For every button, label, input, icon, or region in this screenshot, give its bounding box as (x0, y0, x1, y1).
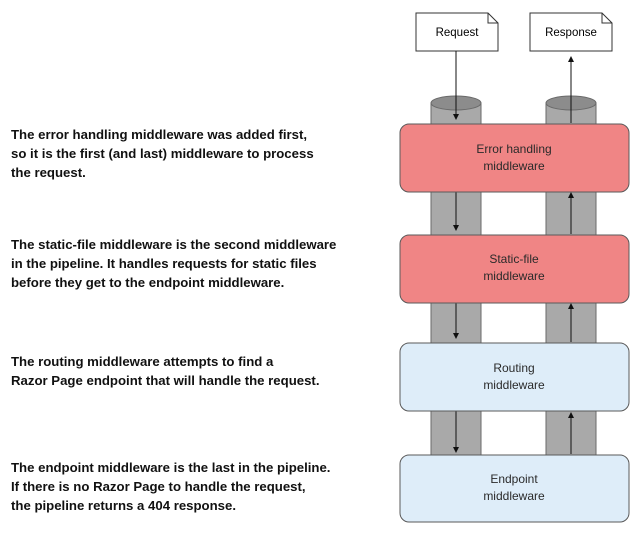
description-line: The error handling middleware was added … (11, 127, 307, 142)
endpoint-label-line2: middleware (483, 489, 545, 503)
description-line: Razor Page endpoint that will handle the… (11, 373, 319, 388)
middleware-box-error-handling: Error handling middleware (399, 123, 630, 193)
description-line: The endpoint middleware is the last in t… (11, 460, 330, 475)
description-line: the request. (11, 165, 86, 180)
error-handling-label-line1: Error handling (476, 142, 551, 156)
description-line: the pipeline returns a 404 response. (11, 498, 236, 513)
description-static-file: The static-file middleware is the second… (11, 237, 336, 290)
request-label: Request (436, 27, 480, 39)
error-handling-label-line2: middleware (483, 159, 545, 173)
description-error-handling: The error handling middleware was added … (11, 127, 314, 180)
response-document: Response (529, 12, 613, 52)
routing-label-line2: middleware (483, 378, 545, 392)
description-endpoint: The endpoint middleware is the last in t… (11, 460, 330, 513)
middleware-box-static-file: Static-file middleware (399, 234, 630, 304)
static-file-label-line2: middleware (483, 269, 545, 283)
middleware-box-routing: Routing middleware (399, 342, 630, 412)
description-line: The static-file middleware is the second… (11, 237, 336, 252)
routing-label-line1: Routing (493, 361, 534, 375)
description-line: so it is the first (and last) middleware… (11, 146, 314, 161)
description-line: in the pipeline. It handles requests for… (11, 256, 317, 271)
description-line: before they get to the endpoint middlewa… (11, 275, 284, 290)
description-line: The routing middleware attempts to find … (11, 354, 274, 369)
description-line: If there is no Razor Page to handle the … (11, 479, 306, 494)
description-routing: The routing middleware attempts to find … (11, 354, 319, 388)
static-file-label-line1: Static-file (489, 252, 539, 266)
response-label: Response (545, 27, 597, 39)
endpoint-label-line1: Endpoint (490, 472, 538, 486)
middleware-box-endpoint: Endpoint middleware (399, 454, 630, 523)
request-document: Request (415, 12, 499, 52)
